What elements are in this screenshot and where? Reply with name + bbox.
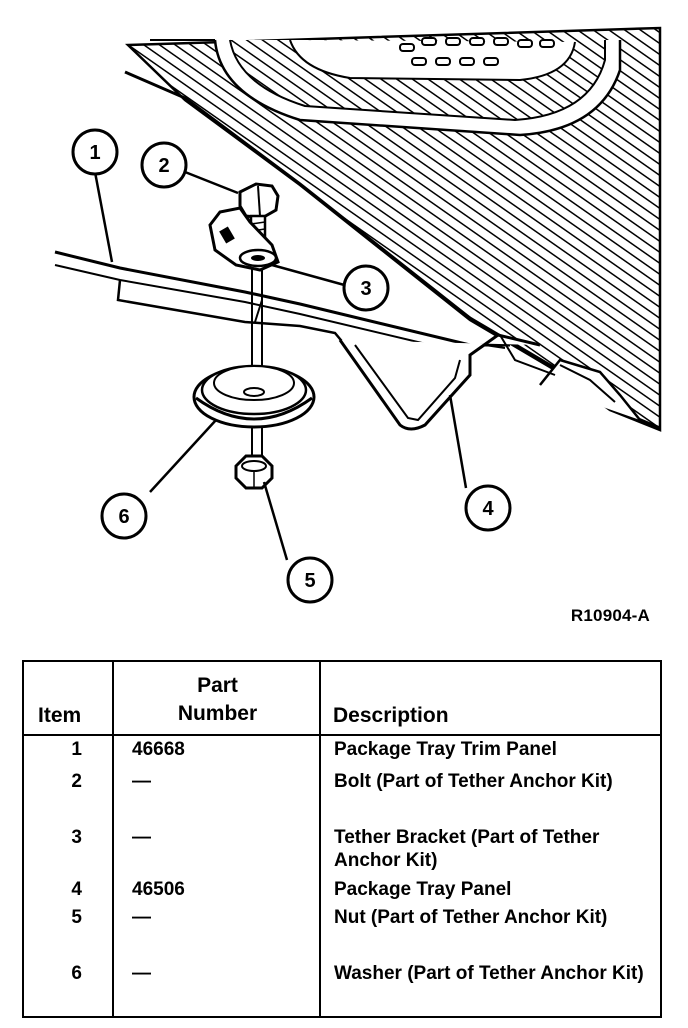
callout-5-label: 5	[304, 570, 315, 592]
callout-3-label: 3	[360, 278, 371, 300]
tether-bracket-shape	[208, 206, 280, 272]
row-description: Washer (Part of Tether Anchor Kit)	[334, 963, 644, 984]
callout-6-label: 6	[118, 506, 129, 528]
row-part-number: —	[132, 907, 151, 928]
parts-table: Item Part Number Description 1 46668 Pac…	[22, 660, 662, 1018]
callout-4: 4	[464, 484, 512, 532]
package-tray-panel-shape	[54, 250, 556, 431]
column-divider-1	[112, 662, 114, 1016]
row-description: Package Tray Trim Panel	[334, 739, 557, 760]
leader-lines	[93, 170, 468, 561]
row-item: 4	[71, 879, 82, 900]
table-row: 1 46668 Package Tray Trim Panel	[24, 738, 660, 770]
callout-5: 5	[286, 556, 334, 604]
row-item: 2	[71, 771, 82, 792]
callout-2-label: 2	[158, 155, 169, 177]
row-part-number: 46668	[132, 739, 185, 760]
package-tray-trim-panel-shape	[124, 26, 662, 432]
header-item: Item	[38, 704, 82, 727]
row-part-number: —	[132, 963, 151, 984]
header-item-cell: Item	[24, 662, 114, 734]
header-part-line2: Number	[177, 702, 258, 725]
callout-1: 1	[71, 128, 119, 176]
column-divider-2	[319, 662, 321, 1016]
callout-4-label: 4	[482, 498, 494, 520]
row-part-number: —	[132, 827, 151, 848]
exploded-view-diagram: 1 2 3 4 5 6	[54, 26, 662, 604]
header-part-number-cell: Part Number	[114, 662, 321, 734]
table-row: 3 — Tether Bracket (Part of Tether Ancho…	[24, 826, 660, 878]
row-description: Nut (Part of Tether Anchor Kit)	[334, 907, 608, 928]
table-row: 6 — Washer (Part of Tether Anchor Kit)	[24, 962, 660, 1014]
header-description-cell: Description	[321, 662, 660, 734]
callout-3: 3	[342, 264, 390, 312]
row-item: 5	[71, 907, 82, 928]
row-description: Tether Bracket (Part of Tether Anchor Ki…	[334, 827, 600, 871]
header-description: Description	[333, 704, 449, 727]
figure-id-label: R10904-A	[570, 606, 650, 625]
row-item: 6	[71, 963, 82, 984]
table-body: 1 46668 Package Tray Trim Panel 2 — Bolt…	[24, 738, 660, 1014]
row-part-number: —	[132, 771, 151, 792]
callout-1-label: 1	[89, 142, 100, 164]
nut-shape	[234, 454, 274, 490]
callout-6: 6	[100, 492, 148, 540]
row-item: 3	[71, 827, 82, 848]
header-divider	[24, 734, 660, 736]
row-part-number: 46506	[132, 879, 185, 900]
washer-shape	[192, 364, 316, 429]
table-row: 2 — Bolt (Part of Tether Anchor Kit)	[24, 770, 660, 826]
header-part-line1: Part	[197, 674, 238, 697]
table-row: 5 — Nut (Part of Tether Anchor Kit)	[24, 906, 660, 962]
row-description: Package Tray Panel	[334, 879, 512, 900]
header-part-number: Part Number	[114, 672, 321, 728]
row-item: 1	[71, 739, 82, 760]
row-description: Bolt (Part of Tether Anchor Kit)	[334, 771, 613, 792]
callout-2: 2	[140, 141, 188, 189]
table-row: 4 46506 Package Tray Panel	[24, 878, 660, 906]
